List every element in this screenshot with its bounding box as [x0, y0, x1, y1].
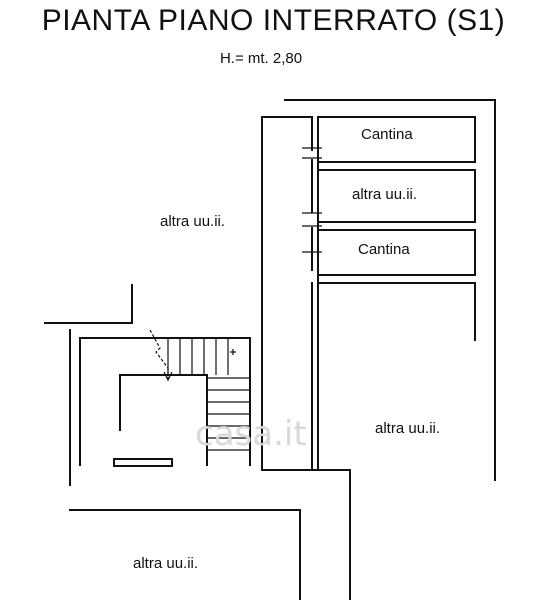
door-ticks	[302, 147, 322, 253]
right-area-outline	[317, 282, 476, 341]
plan-title: PIANTA PIANO INTERRATO (S1)	[41, 4, 506, 37]
room-label-altra-bottom: altra uu.ii.	[133, 555, 198, 572]
stair-treads	[167, 338, 250, 451]
room-label-altra-right-upper: altra uu.ii.	[352, 186, 417, 203]
corridor-wall	[261, 116, 313, 471]
room-label-cantina-top: Cantina	[361, 126, 413, 143]
stair-arrow-icon	[149, 329, 173, 382]
height-note: H.= mt. 2,80	[219, 50, 303, 67]
corridor-bottom	[261, 469, 351, 600]
room-label-altra-right-lower: altra uu.ii.	[375, 420, 440, 437]
cantina-middle-outline	[317, 229, 476, 276]
cantina-top-outline	[317, 116, 476, 163]
outer-boundary-top	[284, 99, 496, 481]
room-label-altra-left: altra uu.ii.	[160, 213, 225, 230]
bottom-boundary	[69, 509, 301, 600]
cellar-divider-1	[317, 169, 476, 223]
landing	[119, 374, 208, 466]
stair-block-outer	[44, 284, 133, 324]
room-label-cantina-middle: Cantina	[358, 241, 410, 258]
bench-bar	[113, 458, 173, 467]
watermark: casa.it	[195, 414, 307, 454]
